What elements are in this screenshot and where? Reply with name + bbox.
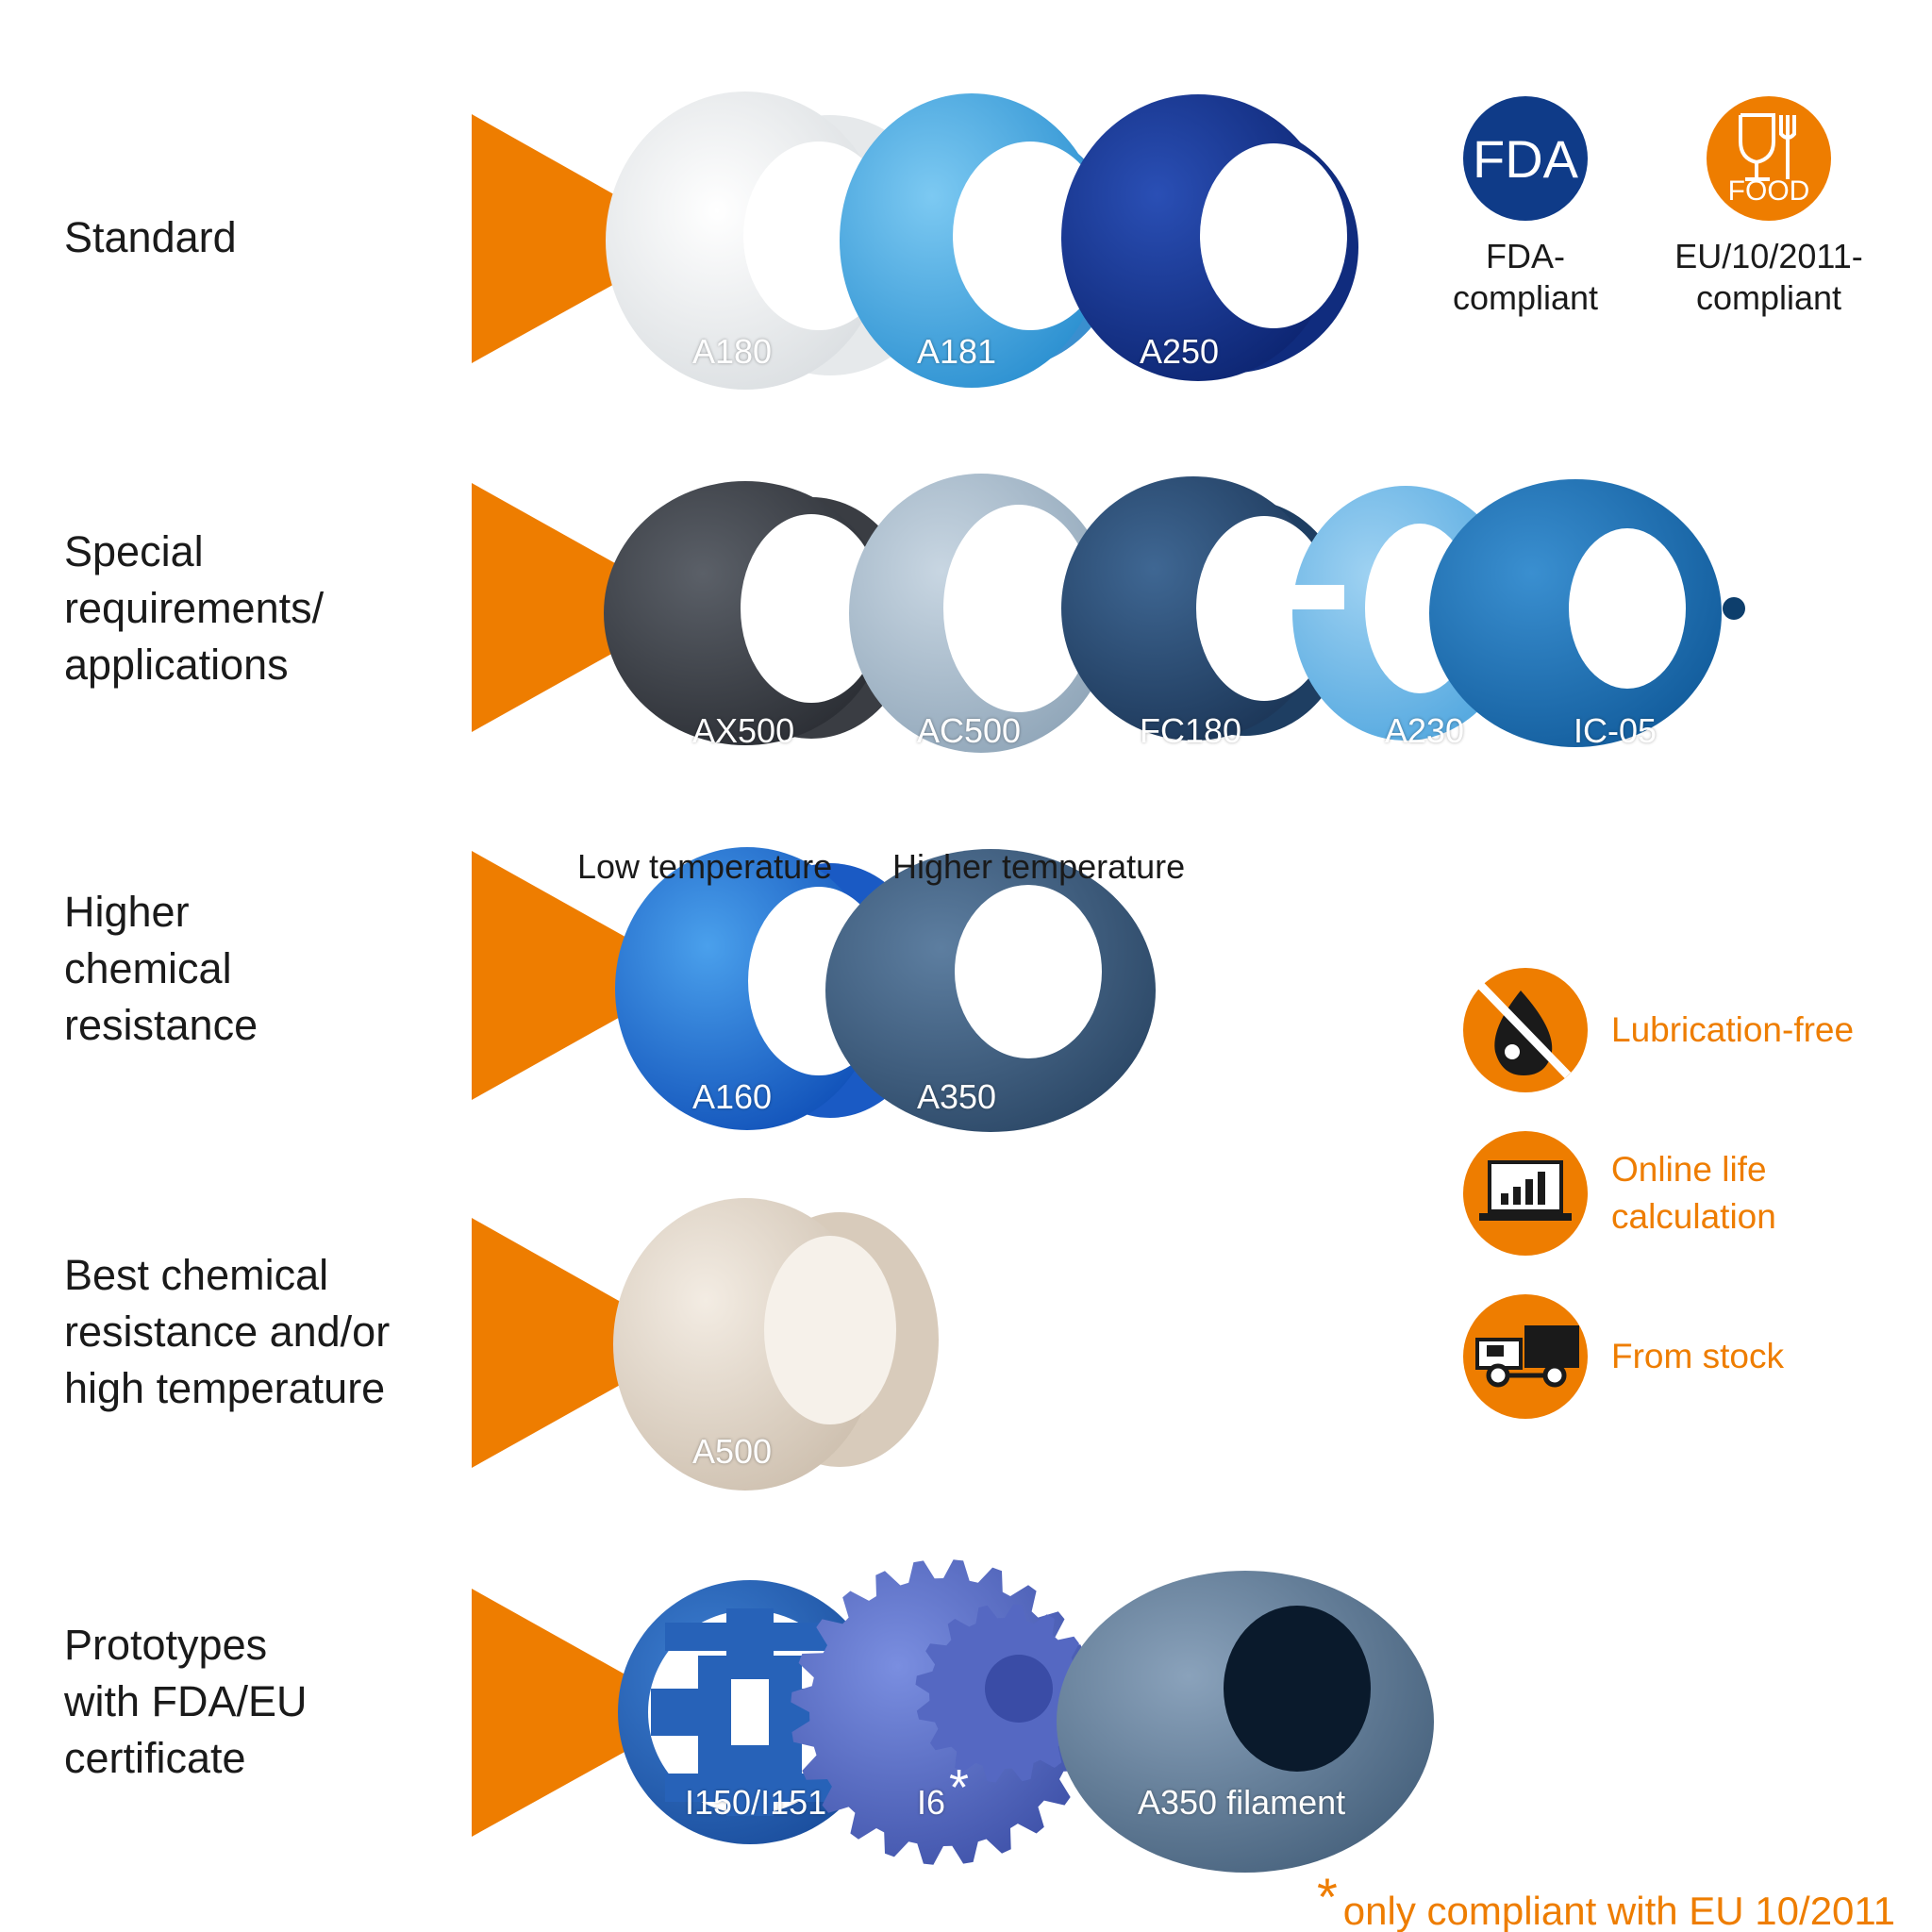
prototype-a350-filament — [1057, 1571, 1434, 1873]
row-arrow-prototypes — [472, 1589, 694, 1837]
row-arrow-special — [472, 483, 694, 732]
part-label-ac500: AC500 — [917, 711, 1022, 750]
part-label-fc180: FC180 — [1140, 711, 1242, 750]
fda-badge-text: FDA — [1473, 129, 1579, 189]
bearing-a350 — [825, 849, 1156, 1132]
row-label-standard: Standard — [64, 213, 237, 261]
bearing-a181 — [840, 93, 1121, 388]
gear-hub — [985, 1655, 1053, 1723]
part-label-a500: A500 — [692, 1432, 773, 1471]
footnote-text: only compliant with EU 10/2011 — [1342, 1889, 1896, 1932]
lubrication-free-icon — [1463, 968, 1588, 1092]
higher-temperature-label: Higher temperature — [892, 847, 1186, 886]
low-temperature-label: Low temperature — [577, 847, 833, 886]
bearing-ac500 — [849, 474, 1113, 753]
row-arrow-higher-chemical — [472, 851, 694, 1100]
part-label-a180: A180 — [692, 332, 773, 371]
food-badge-caption: EU/10/2011- compliant — [1674, 237, 1863, 317]
part-label-a160: A160 — [692, 1077, 773, 1116]
bearing-fc180 — [1061, 476, 1349, 741]
part-label-ic-05: IC-05 — [1574, 711, 1657, 750]
feature-label-online-life-calculation: Online life calculation — [1611, 1150, 1776, 1236]
fda-badge-caption: FDA- compliant — [1452, 237, 1599, 317]
part-label-i150-i151: I150/I151 — [685, 1783, 827, 1822]
part-label-a250: A250 — [1140, 332, 1220, 371]
part-label-a350-filament: A350 filament — [1138, 1783, 1346, 1822]
prototype-gear-i6 — [791, 1559, 1096, 1865]
row-arrow-best-chemical — [472, 1218, 694, 1468]
truck-icon — [1463, 1294, 1588, 1419]
row-label-special: Special requirements/ applications — [64, 527, 325, 689]
feature-label-from-stock: From stock — [1611, 1337, 1784, 1375]
row-arrow-standard — [472, 114, 694, 363]
part-label-ax500: AX500 — [692, 711, 795, 750]
part-label-a350: A350 — [917, 1077, 997, 1116]
footnote-star: * — [1317, 1867, 1338, 1926]
part-label-a230: A230 — [1385, 711, 1465, 750]
part-label-a181: A181 — [917, 332, 997, 371]
bearing-a500 — [613, 1198, 939, 1491]
row-label-best-chemical: Best chemical resistance and/or high tem… — [64, 1251, 391, 1412]
food-badge-text: FOOD — [1728, 175, 1810, 207]
laptop-chart-icon — [1463, 1131, 1588, 1256]
row-label-higher-chemical: Higher chemical resistance — [64, 888, 258, 1049]
i6-footnote-marker: * — [949, 1759, 970, 1816]
bearing-ic-05 — [1429, 479, 1745, 747]
part-label-i6: I6 — [917, 1783, 946, 1822]
feature-label-lubrication-free: Lubrication-free — [1611, 1010, 1855, 1049]
bearing-ax500 — [604, 481, 915, 745]
fda-badge-icon: FDA — [1463, 96, 1588, 221]
row-label-prototypes: Prototypes with FDA/EU certificate — [64, 1621, 308, 1782]
footnote: *only compliant with EU 10/2011 — [1317, 1866, 1895, 1932]
food-badge-icon: FOOD — [1707, 96, 1831, 221]
bearing-a250 — [1061, 94, 1358, 381]
